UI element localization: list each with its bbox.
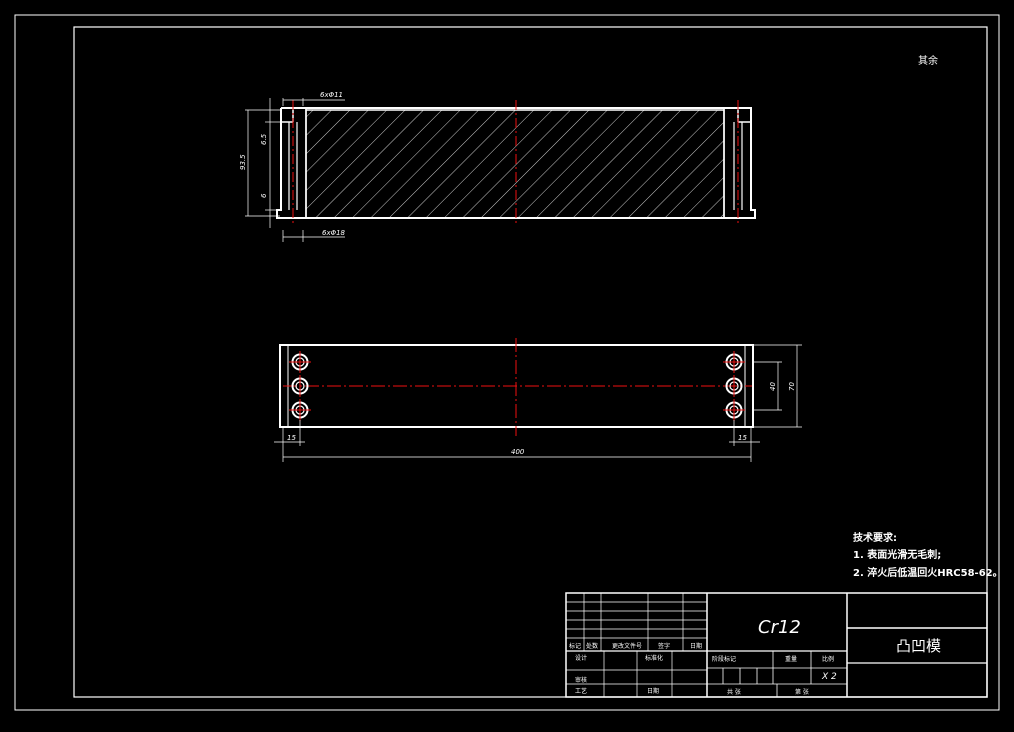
tech-req-title: 技术要求: bbox=[853, 531, 897, 544]
hatched-body bbox=[305, 109, 725, 219]
label-weight: 重量 bbox=[785, 655, 797, 663]
label-stage-mark: 阶段标记 bbox=[712, 655, 736, 663]
label-scale: 比例 bbox=[822, 655, 834, 663]
callout-top: 6xΦ11 bbox=[320, 91, 343, 99]
label-designer: 设计 bbox=[575, 654, 587, 662]
dim-overall-height: 93.5 bbox=[239, 154, 247, 170]
corner-note: 其余 bbox=[918, 54, 938, 67]
dim-bottom-step: 6 bbox=[260, 193, 268, 198]
label-standardize: 标准化 bbox=[645, 654, 663, 662]
label-marks: 标记 bbox=[569, 642, 581, 650]
label-approve-date: 日期 bbox=[647, 687, 659, 695]
label-count: 处数 bbox=[586, 642, 598, 650]
hole-left-top bbox=[289, 351, 311, 373]
dim-top-step: 6.5 bbox=[260, 133, 268, 145]
callout-bottom: 6xΦ18 bbox=[322, 229, 346, 237]
label-total-sheets: 共 张 bbox=[727, 688, 741, 696]
outer-frame bbox=[14, 14, 1000, 711]
label-process: 工艺 bbox=[575, 687, 587, 695]
dim-width: 70 bbox=[788, 382, 796, 391]
title-block bbox=[565, 592, 988, 698]
tech-req-item-2: 2. 淬火后低温回火HRC58-62。 bbox=[853, 566, 1003, 579]
label-sheet-no: 第 张 bbox=[795, 688, 809, 696]
section-view: 93.5 6.5 6 6xΦ11 6xΦ18 bbox=[239, 91, 756, 242]
plan-view: 15 15 400 40 70 bbox=[274, 338, 802, 462]
tech-req-item-1: 1. 表面光滑无毛刺; bbox=[853, 548, 941, 561]
dim-hole-spacing: 40 bbox=[769, 382, 777, 391]
label-review: 审核 bbox=[575, 676, 587, 684]
scale-value: X 2 bbox=[821, 672, 837, 682]
dim-left-offset: 15 bbox=[287, 434, 296, 442]
material: Cr12 bbox=[758, 617, 801, 638]
label-signature: 签字 bbox=[658, 642, 670, 650]
dim-right-offset: 15 bbox=[738, 434, 747, 442]
dim-length: 400 bbox=[511, 448, 525, 456]
part-name: 凸凹模 bbox=[896, 637, 941, 655]
inner-frame bbox=[73, 26, 988, 698]
title-block-text: 标记 处数 更改文件号 签字 日期 设计 标准化 审核 工艺 日期 阶段标记 重… bbox=[569, 617, 941, 696]
technical-requirements: 技术要求: 1. 表面光滑无毛刺; 2. 淬火后低温回火HRC58-62。 bbox=[853, 531, 1003, 579]
hole-right-bottom bbox=[723, 399, 745, 421]
label-change-doc: 更改文件号 bbox=[612, 642, 642, 650]
label-date: 日期 bbox=[690, 642, 702, 650]
hole-right-mid bbox=[725, 375, 743, 397]
hole-left-mid bbox=[291, 375, 309, 397]
hole-right-top bbox=[723, 351, 745, 373]
hole-left-bottom bbox=[289, 399, 311, 421]
